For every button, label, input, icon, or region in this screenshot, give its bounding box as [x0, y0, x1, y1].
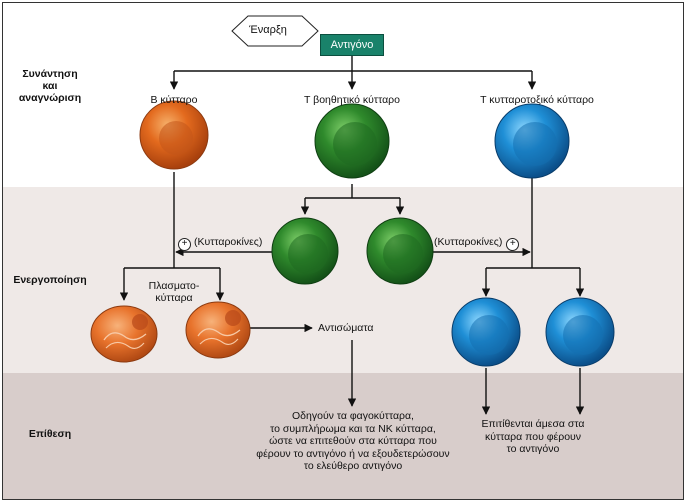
- cytotoxic-t-cell: [494, 103, 570, 179]
- plasma-cell-left: [90, 305, 158, 363]
- cytokines-left: +(Κυτταροκίνες): [178, 236, 262, 251]
- plasma-label: Πλασματο- κύτταρα: [148, 280, 200, 304]
- helper-t-cell-right: [366, 217, 434, 285]
- cytokines-right: (Κυτταροκίνες)+: [434, 236, 520, 251]
- antibodies-label: Αντισώματα: [318, 322, 374, 334]
- helper-t-cell-left: [271, 217, 339, 285]
- helper-t-label: Τ βοηθητικό κύτταρο: [304, 94, 400, 106]
- helper-t-cell: [314, 103, 390, 179]
- cytotoxic-t-cell-left: [451, 297, 521, 367]
- cytotoxic-t-label: Τ κυτταροτοξικό κύτταρο: [480, 94, 594, 106]
- b-cell-label: Β κύτταρο: [150, 94, 198, 106]
- stage-attack-label: Επίθεση: [28, 428, 72, 440]
- plus-icon: +: [178, 238, 191, 251]
- antigen-box: Αντιγόνο: [320, 34, 384, 56]
- cytotoxic-outcome-text: Επιτίθενται άμεσα στα κύτταρα που φέρουν…: [481, 418, 585, 455]
- cytokines-left-text: (Κυτταροκίνες): [194, 236, 263, 248]
- cytotoxic-t-cell-right: [545, 297, 615, 367]
- stage-activation-label: Ενεργοποίηση: [13, 274, 87, 286]
- b-cell: [139, 100, 209, 170]
- plus-icon: +: [506, 238, 520, 251]
- start-label: Έναρξη: [249, 24, 287, 36]
- cytokines-right-text: (Κυτταροκίνες): [434, 236, 503, 248]
- start-shape: [231, 15, 319, 47]
- plasma-cell-right: [185, 301, 251, 359]
- band-attack: [3, 373, 683, 499]
- antibodies-outcome-text: Οδηγούν τα φαγοκύτταρα, το συμπλήρωμα κα…: [256, 410, 450, 472]
- stage-recognition-label: Συνάντηση και αναγνώριση: [18, 68, 82, 104]
